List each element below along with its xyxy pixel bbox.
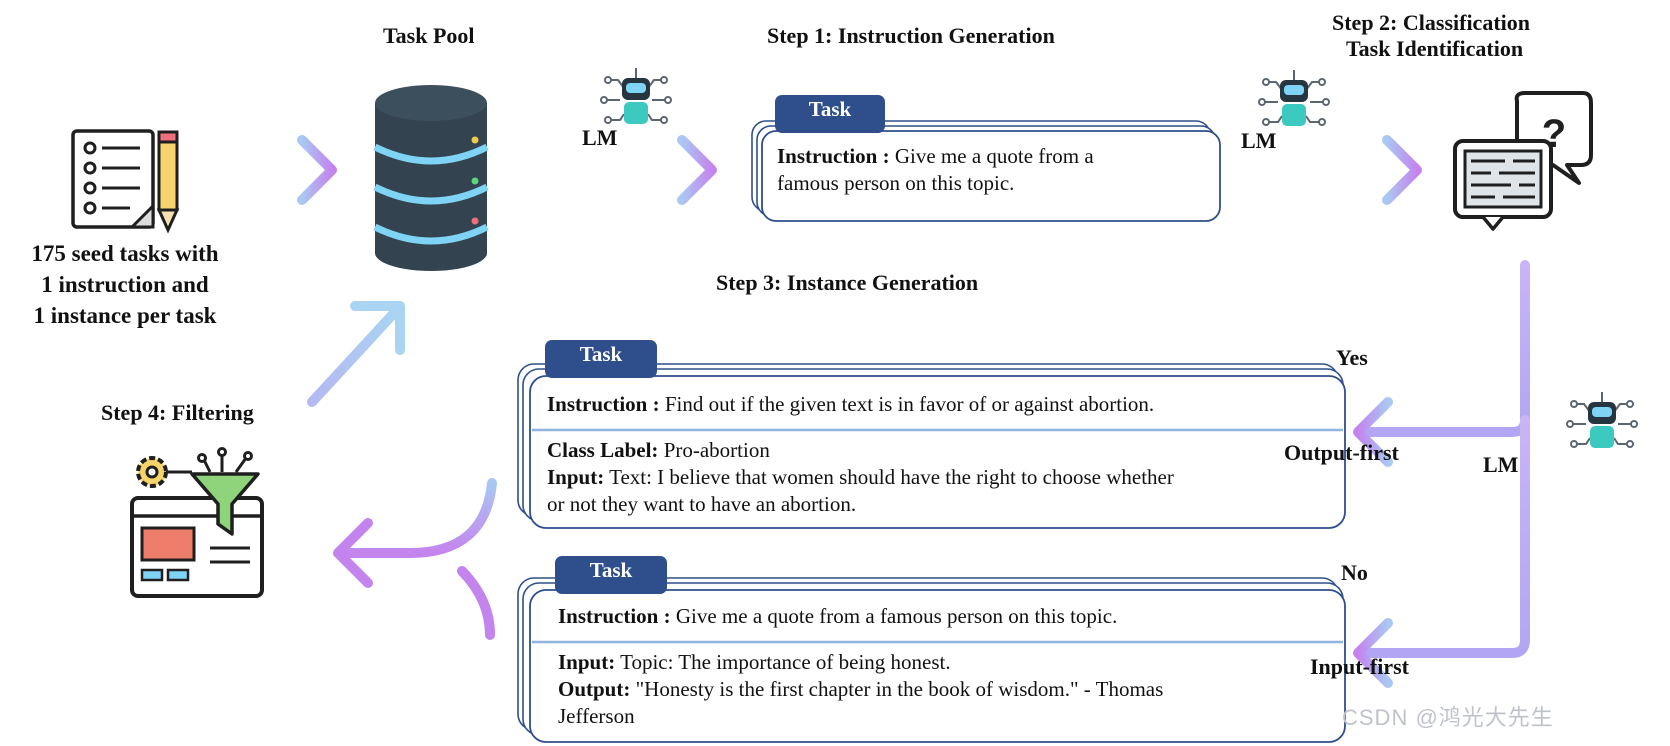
class-label-value: Pro-abortion	[663, 438, 770, 462]
task-tab-label: Task	[589, 558, 633, 582]
instruction-key: Instruction :	[558, 604, 671, 628]
instruction-text: Give me a quote from a famous person on …	[675, 604, 1118, 628]
input-key: Input:	[547, 465, 605, 489]
task-pool-label: Task Pool	[383, 23, 475, 48]
arrow-seed-to-pool	[205, 135, 337, 205]
robot-icon	[600, 68, 672, 124]
output-text: "Honesty is the first chapter in the boo…	[635, 677, 1164, 701]
no-label: No	[1341, 560, 1368, 585]
input-text: Topic: The importance of being honest.	[620, 650, 951, 674]
task-card-step1	[751, 95, 1221, 222]
yes-label: Yes	[1336, 345, 1368, 370]
lm-label: LM	[1483, 452, 1519, 477]
card2-instruction: Instruction : Find out if the given text…	[547, 391, 1154, 418]
instruction-text: Find out if the given text is in favor o…	[664, 392, 1155, 416]
robot-icon	[1566, 392, 1638, 448]
input-text: Text: I believe that women should have t…	[609, 465, 1174, 489]
output-first-label: Output-first	[1284, 440, 1399, 465]
seed-line-1: 175 seed tasks with	[31, 241, 219, 266]
input-key: Input:	[558, 650, 616, 674]
card1-instruction: Instruction : Give me a quote from a fam…	[777, 143, 1094, 197]
watermark: CSDN @鸿光大先生	[1342, 705, 1554, 730]
database-icon	[373, 85, 489, 271]
step2-label-line1: Step 2: Classification	[1332, 10, 1530, 35]
instruction-key: Instruction :	[547, 392, 660, 416]
instruction-key: Instruction :	[777, 144, 890, 168]
output-text-cont: Jefferson	[558, 704, 635, 728]
card3-body: Input: Topic: The importance of being ho…	[558, 649, 1163, 730]
lm-label: LM	[582, 125, 618, 150]
task-tab-2	[545, 340, 657, 378]
branch-line	[1353, 260, 1530, 688]
step4-label: Step 4: Filtering	[101, 400, 254, 425]
step1-label: Step 1: Instruction Generation	[767, 23, 1055, 48]
task-tab-3	[555, 556, 667, 594]
checklist-pencil-icon	[71, 129, 180, 234]
arrow-step3-to-filter	[333, 478, 497, 640]
seed-line-3: 1 instance per task	[33, 303, 217, 328]
class-label-key: Class Label:	[547, 438, 659, 462]
arrow-pool-to-step1	[573, 135, 717, 205]
task-tab-1	[775, 95, 885, 133]
arrow-step1-to-step2	[1270, 135, 1422, 205]
card3-instruction: Instruction : Give me a quote from a fam…	[558, 603, 1117, 630]
lm-label: LM	[1241, 128, 1277, 153]
input-text-cont: or not they want to have an abortion.	[547, 492, 857, 516]
task-card-classification	[517, 340, 1346, 529]
robot-icon	[1258, 70, 1330, 126]
task-tab-label: Task	[808, 97, 852, 121]
input-first-label: Input-first	[1310, 654, 1410, 679]
seed-line-2: 1 instruction and	[41, 272, 209, 297]
output-key: Output:	[558, 677, 631, 701]
card2-body: Class Label: Pro-abortion Input: Text: I…	[547, 437, 1174, 518]
task-tab-label: Task	[579, 342, 623, 366]
step3-label: Step 3: Instance Generation	[716, 270, 979, 295]
step2-label-line2: Task Identification	[1346, 36, 1524, 61]
funnel-gear-icon	[130, 447, 264, 598]
instruction-text: Give me a quote from a	[894, 144, 1094, 168]
instruction-text-cont: famous person on this topic.	[777, 171, 1015, 195]
seed-tasks-caption: 175 seed tasks with 1 instruction and 1 …	[0, 238, 250, 331]
question-monitor-icon: ?	[1453, 91, 1593, 231]
arrow-filter-to-pool	[307, 301, 405, 407]
task-card-non-classification	[517, 556, 1346, 743]
